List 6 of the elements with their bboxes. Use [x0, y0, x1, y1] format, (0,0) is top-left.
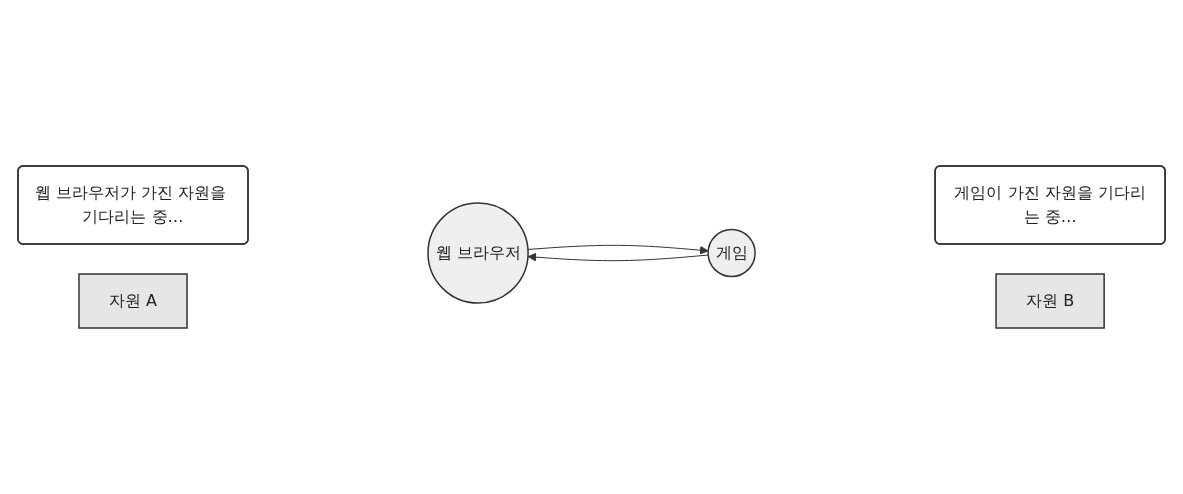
arrow — [527, 252, 709, 262]
node-circle: 게임 — [707, 228, 756, 278]
node-box: 자원 A — [78, 273, 188, 329]
arrow — [527, 244, 709, 255]
node-box: 자원 B — [995, 273, 1105, 329]
node-circle: 웹 브라우저 — [427, 202, 529, 304]
